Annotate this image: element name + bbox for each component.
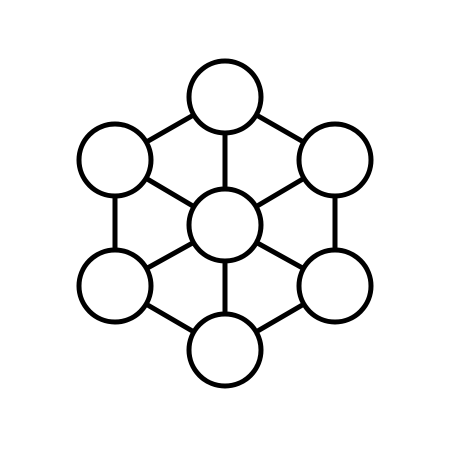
- node-lower-left: [76, 247, 154, 325]
- node-bottom: [186, 311, 264, 389]
- node-lower-right: [296, 247, 374, 325]
- node-upper-left: [76, 121, 154, 199]
- node-center: [186, 186, 264, 264]
- nodes-layer: [76, 58, 374, 389]
- node-upper-right: [296, 121, 374, 199]
- node-top: [186, 58, 264, 136]
